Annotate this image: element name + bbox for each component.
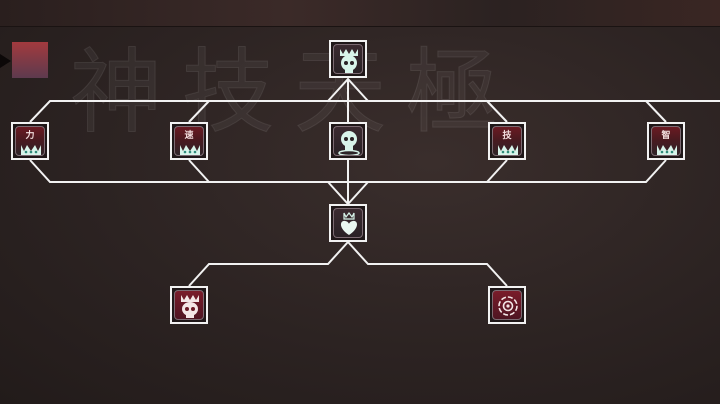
skill-node-center[interactable] <box>329 122 367 160</box>
top-banner <box>0 0 720 27</box>
node-glyph: 力 <box>25 131 35 141</box>
skill-node-heart[interactable] <box>329 204 367 242</box>
background-calligraphy: 神技天極 <box>69 39 519 147</box>
crowned-skull-icon <box>181 295 199 318</box>
skill-node-skull-red[interactable] <box>170 286 208 324</box>
node-glyph: 智 <box>661 131 671 141</box>
crown-icon <box>657 145 677 155</box>
skill-node-stat-4[interactable]: 智 <box>647 122 685 160</box>
node-glyph: 技 <box>502 131 512 141</box>
crowned-heart-icon <box>340 212 358 235</box>
skull-icon <box>338 131 360 155</box>
skill-node-stat-3[interactable]: 技 <box>488 122 526 160</box>
crown-icon <box>180 145 200 155</box>
skill-node-root[interactable] <box>329 40 367 78</box>
skill-node-stat-2[interactable]: 速 <box>170 122 208 160</box>
node-glyph: 速 <box>184 131 194 141</box>
crosshair-icon <box>498 296 518 316</box>
back-arrow-icon[interactable] <box>0 54 11 68</box>
crowned-skull-icon <box>340 49 358 73</box>
crown-icon <box>21 145 41 155</box>
skill-node-target[interactable] <box>488 286 526 324</box>
skill-node-stat-1[interactable]: 力 <box>11 122 49 160</box>
crown-icon <box>498 145 518 155</box>
selected-color-swatch[interactable] <box>12 42 48 78</box>
